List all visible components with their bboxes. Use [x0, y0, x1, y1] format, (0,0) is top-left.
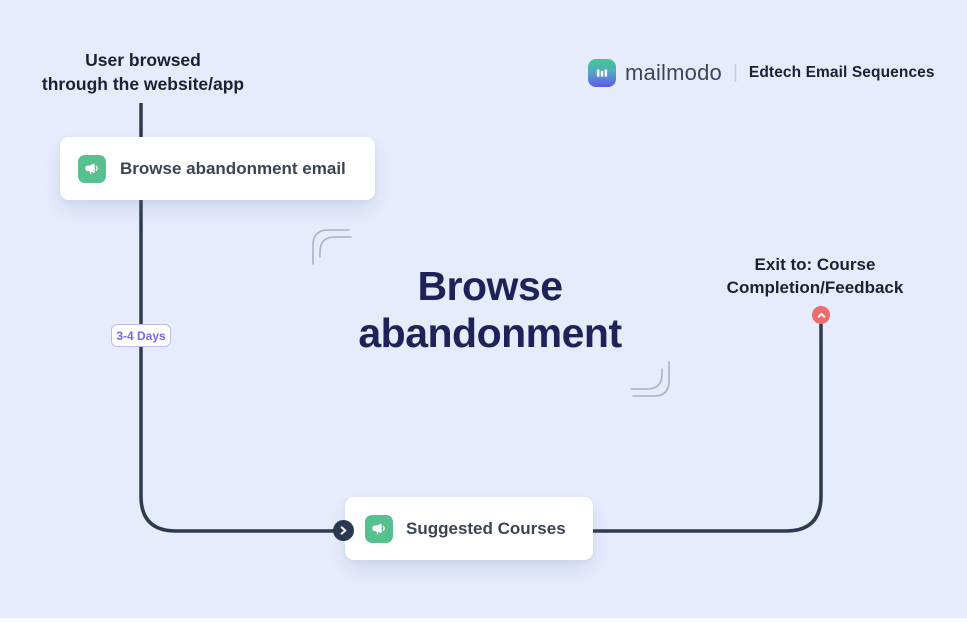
- page-title: Browse abandonment: [295, 263, 685, 357]
- trigger-label: User browsed through the website/app: [28, 48, 258, 96]
- page-title-line2: abandonment: [358, 310, 622, 356]
- bottom-strip: [0, 618, 967, 623]
- page-title-line1: Browse: [417, 263, 563, 309]
- megaphone-icon: [78, 154, 106, 183]
- mailmodo-logo: [588, 59, 616, 87]
- delay-badge-label: 3-4 Days: [116, 328, 166, 343]
- megaphone-glyph: [85, 163, 98, 174]
- mailmodo-m-glyph: [596, 69, 608, 77]
- next-step-marker[interactable]: [333, 520, 354, 541]
- megaphone-glyph: [372, 523, 385, 534]
- brand-header: mailmodo | Edtech Email Sequences: [588, 58, 935, 88]
- chevron-right-icon: [340, 526, 347, 535]
- brand-separator: |: [732, 62, 738, 83]
- trigger-label-line2: through the website/app: [41, 74, 245, 94]
- trigger-label-line1: User browsed: [85, 50, 201, 70]
- chevron-up-icon: [817, 312, 825, 318]
- brand-wordmark: mailmodo: [625, 60, 722, 85]
- exit-label-line1: Exit to: Course: [754, 255, 876, 274]
- exit-label-line2: Completion/Feedback: [726, 278, 904, 297]
- email-node-label: Browse abandonment email: [120, 158, 346, 178]
- exit-marker[interactable]: [812, 306, 830, 324]
- suggested-courses-node-label: Suggested Courses: [406, 518, 566, 538]
- email-node-card[interactable]: Browse abandonment email: [60, 137, 375, 200]
- delay-badge: 3-4 Days: [111, 324, 171, 347]
- exit-label: Exit to: Course Completion/Feedback: [715, 253, 915, 299]
- corner-bracket-top-left-icon: [312, 229, 352, 265]
- brand-subtitle: Edtech Email Sequences: [748, 64, 935, 81]
- megaphone-icon: [365, 514, 393, 543]
- suggested-courses-node-card[interactable]: Suggested Courses: [345, 497, 593, 560]
- corner-bracket-bottom-right-icon: [630, 361, 670, 397]
